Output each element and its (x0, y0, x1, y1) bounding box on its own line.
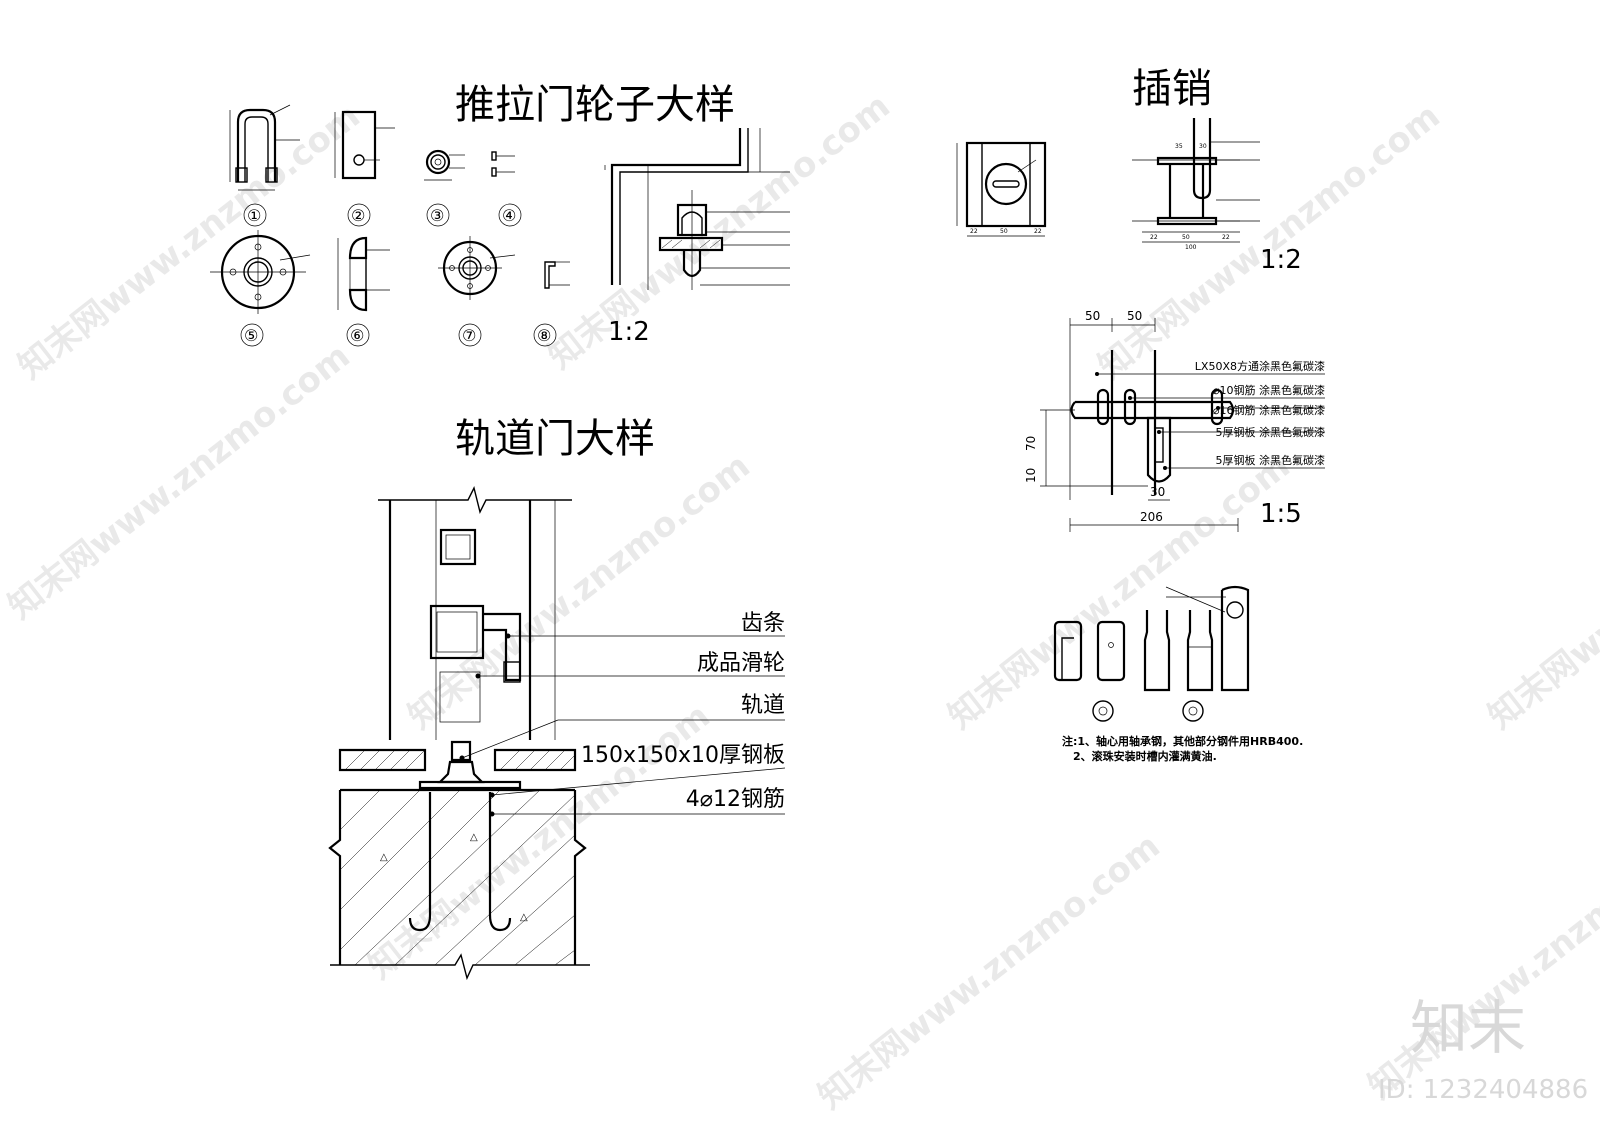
latch-bolt-scale: 1:5 (1260, 499, 1302, 529)
latch-dim-30: 30 (1150, 485, 1165, 499)
hatch-cap (344, 749, 576, 771)
watermark-text: 知末网www.znzmo.com (1091, 96, 1448, 387)
svg-text:△: △ (380, 852, 388, 863)
latch-label: 5厚钢板 涂黑色氟碳漆 (1216, 453, 1326, 467)
latch-bolt-elevation: 50 50 70 10 30 206 (1024, 309, 1325, 532)
brand-block: 知末 ID: 1232404886 (1378, 994, 1588, 1105)
latch-dim-10: 10 (1024, 468, 1038, 483)
part-number: ⑦ (462, 326, 476, 345)
wheel-detail-scale: 1:2 (608, 317, 650, 347)
watermark-text: 知末网www.znzmo.com (401, 446, 758, 737)
latch-section: 插销 22 50 22 (956, 66, 1325, 763)
latch-top-scale: 1:2 (1260, 245, 1302, 275)
watermark-text: 知末网www.znzmo.com (541, 86, 898, 377)
track-label-rack: 齿条 (741, 611, 785, 636)
latch-dim-50a: 50 (1085, 309, 1100, 323)
hatch-concrete (339, 789, 576, 966)
part-number: ① (247, 206, 261, 225)
part-2-block (334, 110, 395, 227)
latch-dim-206: 206 (1140, 510, 1163, 524)
track-door-section: 轨道门大样 (328, 416, 786, 981)
latch-plan-view: 22 50 22 (956, 141, 1047, 237)
watermark-text: 知末网www.znzmo.com (1481, 446, 1600, 737)
track-label-steel-plate: 150x150x10厚钢板 (581, 743, 785, 768)
part-5-flange (210, 230, 311, 347)
latch-section-dim: 35 (1175, 143, 1183, 150)
svg-text:△: △ (520, 912, 528, 923)
latch-dim-50b: 50 (1127, 309, 1142, 323)
brand-logo: 知末 (1410, 994, 1526, 1062)
watermark-text: 知末网www.znzmo.com (1, 336, 358, 627)
watermark-text: 知末网www.znzmo.com (361, 696, 718, 987)
track-label-rebar: 4⌀12钢筋 (686, 787, 785, 812)
part-number: ⑧ (537, 326, 551, 345)
latch-components (1053, 585, 1250, 722)
latch-section-dim: 22 (1150, 234, 1158, 241)
track-label-rail: 轨道 (741, 693, 785, 718)
latch-title: 插销 (1132, 66, 1212, 112)
track-label-pulley: 成品滑轮 (697, 651, 785, 676)
svg-text:△: △ (470, 832, 478, 843)
part-7-flange (438, 236, 516, 347)
latch-section-dim: 30 (1199, 143, 1207, 150)
watermark-text: 知末网www.znzmo.com (1361, 816, 1600, 1107)
wheel-detail-title: 推拉门轮子大样 (455, 82, 735, 128)
latch-plan-dim: 50 (1000, 228, 1008, 235)
wheel-assembly-section (604, 128, 790, 290)
watermark-text: 知末网www.znzmo.com (941, 446, 1298, 737)
part-1-u-bracket (229, 104, 300, 227)
latch-dim-70: 70 (1024, 436, 1038, 451)
part-6-profile (337, 236, 390, 347)
latch-section-dim: 22 (1222, 234, 1230, 241)
part-number: ⑤ (244, 326, 258, 345)
part-8-l-profile (533, 261, 570, 347)
latch-label: LX50X8方通涂黑色氟碳漆 (1195, 359, 1325, 373)
brand-id: ID: 1232404886 (1378, 1075, 1588, 1105)
latch-label: 5厚钢板 涂黑色氟碳漆 (1216, 425, 1326, 439)
latch-label: ⌀16钢筋 涂黑色氟碳漆 (1213, 403, 1325, 417)
watermark-text: 知末网www.znzmo.com (11, 96, 368, 387)
latch-section-view: 35 30 22 50 22 100 (1132, 118, 1260, 251)
part-3-ring (424, 149, 465, 227)
note-line: 2、滚珠安装时槽内灌满黄油. (1073, 749, 1217, 763)
part-number: ④ (502, 206, 516, 225)
wheel-detail-section: 推拉门轮子大样 (210, 82, 790, 347)
part-number: ② (351, 206, 365, 225)
watermark-text: 知末网www.znzmo.com (811, 826, 1168, 1117)
part-number: ③ (430, 206, 444, 225)
part-4-pins (491, 151, 522, 227)
note-line: 注:1、轴心用轴承钢，其他部分钢件用HRB400. (1062, 734, 1303, 748)
track-door-title: 轨道门大样 (455, 416, 655, 462)
latch-label: ⌀10钢筋 涂黑色氟碳漆 (1213, 383, 1325, 397)
latch-section-dim: 100 (1185, 244, 1197, 251)
latch-plan-dim: 22 (1034, 228, 1042, 235)
part-number: ⑥ (350, 326, 364, 345)
latch-plan-dim: 22 (970, 228, 978, 235)
latch-section-dim: 50 (1182, 234, 1190, 241)
